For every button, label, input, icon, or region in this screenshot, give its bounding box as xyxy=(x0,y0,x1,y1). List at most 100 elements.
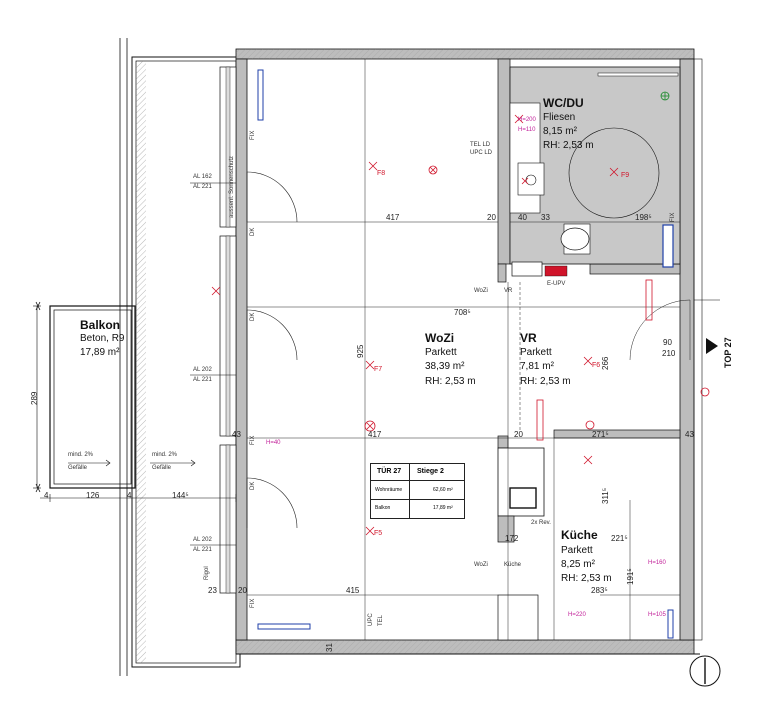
sun-protection-label: aussenl. Sonnenschutz xyxy=(229,155,235,218)
slope-label: mind. 2% xyxy=(152,452,178,458)
entrance-arrow xyxy=(694,299,720,354)
rigol-label: Rigol xyxy=(204,566,210,580)
wc-du-room xyxy=(509,66,681,277)
dimension-label: 4 xyxy=(44,491,49,500)
dimension-label: 221⁵ xyxy=(611,534,628,543)
revision-label: 2x Rev. xyxy=(531,520,551,526)
table-row-value: 17,89 m² xyxy=(433,505,453,511)
balcony-dimensions xyxy=(33,182,237,546)
upc-label: UPC xyxy=(368,613,374,626)
dimension-label: 20 xyxy=(487,213,496,222)
dimension-label: 172 xyxy=(505,534,519,543)
upc-ld-label: UPC LD xyxy=(470,150,493,156)
height-mark: H=105 xyxy=(648,612,666,618)
table-row-label: Wohnräume xyxy=(375,487,403,493)
dimension-label: 210 xyxy=(662,349,676,358)
slope-label: Gefälle xyxy=(152,465,172,471)
dimension-label: 266 xyxy=(601,356,610,370)
dimension-label: 417 xyxy=(386,213,400,222)
dimension-label: 20 xyxy=(514,430,523,439)
dimension-label: 40 xyxy=(518,213,527,222)
fixture-code: F8 xyxy=(377,170,386,177)
dimension-label: 43 xyxy=(232,430,241,439)
fixture-marks xyxy=(211,114,710,536)
window-label: AL 221 xyxy=(193,547,212,553)
kueche-name: Küche xyxy=(561,528,598,542)
fixture-code: F5 xyxy=(374,530,383,537)
dimension-label: 417 xyxy=(368,430,382,439)
dimension-label: 283⁵ xyxy=(591,586,608,595)
dimension-label: 198⁵ xyxy=(635,213,652,222)
unit-number: TÜR 27 xyxy=(377,468,402,475)
dimension-label: 311⁵ xyxy=(601,487,610,504)
kueche-area: 8,25 m² xyxy=(561,559,595,570)
height-mark: H=200 xyxy=(518,117,536,123)
dimension-label: 23 xyxy=(208,586,217,595)
height-mark: H=110 xyxy=(518,127,536,133)
vr-material: Parkett xyxy=(520,347,552,358)
wozi-name: WoZi xyxy=(425,331,455,345)
dimension-label: 90 xyxy=(663,338,672,347)
window-label: AL 221 xyxy=(193,377,212,383)
balkon-name: Balkon xyxy=(80,318,121,332)
room-lines xyxy=(247,59,691,640)
interior-walls xyxy=(497,58,681,641)
wozi-area: 38,39 m² xyxy=(425,361,465,372)
door-tag: WoZi xyxy=(474,562,488,568)
fix-label: FIX xyxy=(250,130,256,140)
table-row-label: Balkon xyxy=(375,505,391,511)
dimension-label: 708⁵ xyxy=(454,308,471,317)
west-windows xyxy=(219,66,298,594)
wc-height: RH: 2,53 m xyxy=(543,140,594,151)
fix-label: FIX xyxy=(250,598,256,608)
balcony xyxy=(49,38,241,676)
electrical-panel-label: E-UPV xyxy=(547,281,566,287)
balcony-columns xyxy=(35,301,41,493)
dimension-label: 126 xyxy=(86,491,100,500)
door-tag: WoZi xyxy=(474,288,488,294)
dimension-label: 144⁵ xyxy=(172,491,189,500)
unit-area-table: TÜR 27 Stiege 2 Wohnräume 62,60 m² Balko… xyxy=(370,463,465,519)
dimension-label: 415 xyxy=(346,586,360,595)
fixture-code: F9 xyxy=(621,172,630,179)
dimension-label: 4 xyxy=(127,491,132,500)
dimension-label: 289 xyxy=(30,391,39,405)
window-type-label: DK xyxy=(250,227,256,236)
height-mark: H=220 xyxy=(568,612,586,618)
vr-area: 7,81 m² xyxy=(520,361,554,372)
tel-label: TEL xyxy=(378,614,384,626)
balkon-area: 17,89 m² xyxy=(80,347,120,358)
dimension-label: 271⁵ xyxy=(592,430,609,439)
window-type-label: DK xyxy=(250,481,256,490)
table-row-value: 62,60 m² xyxy=(433,487,453,493)
dimension-label: 31 xyxy=(325,643,334,652)
wc-area: 8,15 m² xyxy=(543,126,577,137)
kueche-height: RH: 2,53 m xyxy=(561,573,612,584)
vr-name: VR xyxy=(520,331,537,345)
wozi-material: Parkett xyxy=(425,347,457,358)
wc-name: WC/DU xyxy=(543,96,584,110)
exterior-walls xyxy=(235,48,703,655)
tel-ld-label: TEL LD xyxy=(470,142,491,148)
wozi-height: RH: 2,53 m xyxy=(425,376,476,387)
fix-label: FIX xyxy=(670,212,676,222)
door-tag: Küche xyxy=(504,562,522,568)
unit-top-label: TOP 27 xyxy=(723,337,733,368)
fix-label: FIX xyxy=(250,435,256,445)
vr-height: RH: 2,53 m xyxy=(520,376,571,387)
balkon-material: Beton, R9 xyxy=(80,333,125,344)
dimension-label: 925 xyxy=(356,344,365,358)
window-label: AL 202 xyxy=(193,367,212,373)
window-label: AL 221 xyxy=(193,184,212,190)
stair-number: Stiege 2 xyxy=(417,468,444,475)
window-label: AL 202 xyxy=(193,537,212,543)
dimension-label: 20 xyxy=(238,586,247,595)
dimension-label: 43 xyxy=(685,430,694,439)
door-tag: VR xyxy=(504,288,513,294)
window-type-label: DK xyxy=(250,312,256,321)
window-label: AL 162 xyxy=(193,174,212,180)
radiators xyxy=(257,69,674,639)
height-mark: H=160 xyxy=(648,560,666,566)
fixture-code: F7 xyxy=(374,366,383,373)
